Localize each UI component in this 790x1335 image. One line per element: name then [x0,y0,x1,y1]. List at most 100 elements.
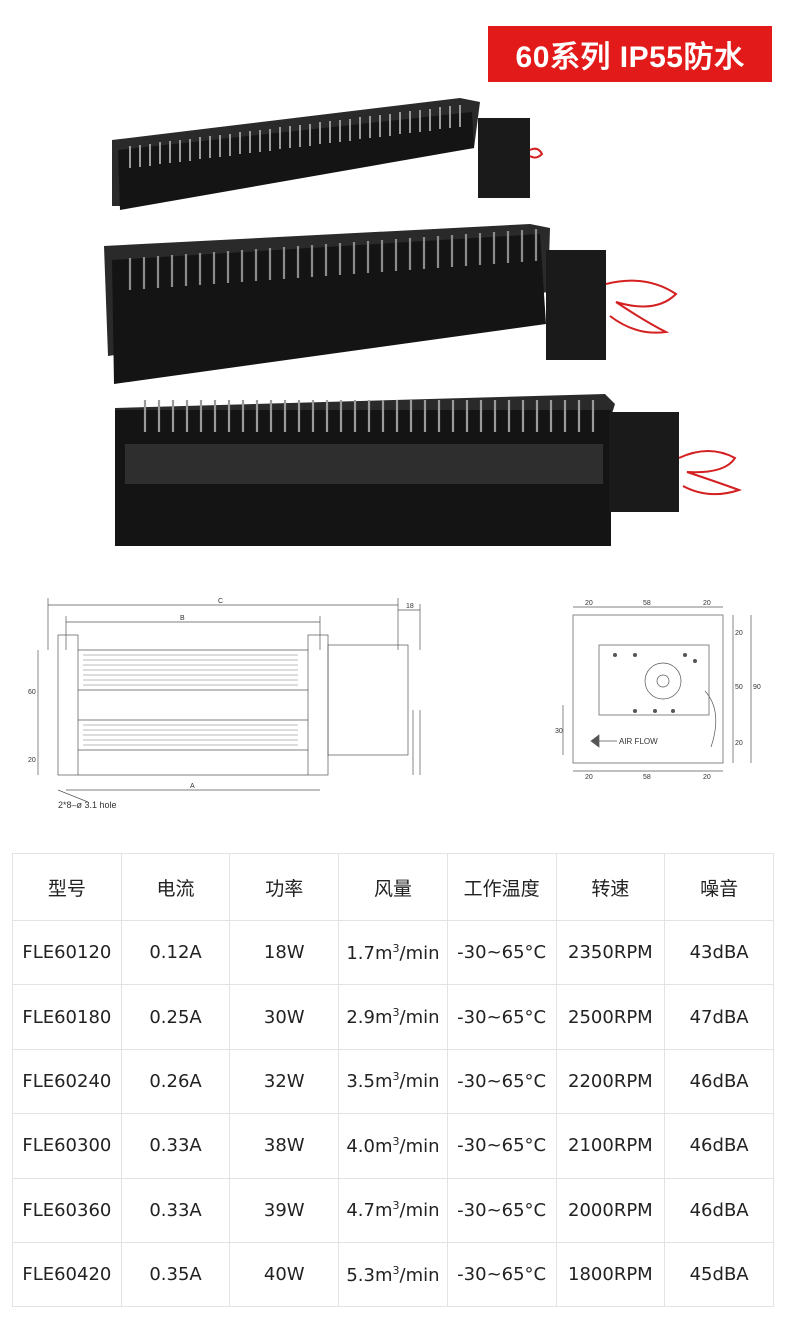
side-dim-top-left: 20 [585,600,593,607]
header-current: 电流 [120,853,231,921]
cell-airflow: 3.5m3/min [338,1048,448,1115]
table-row: FLE60420 0.35A 40W 5.3m3/min -30~65°C 18… [12,1241,774,1308]
header-model: 型号 [12,853,122,921]
cell-current: 0.26A [120,1048,231,1115]
superscript: 3 [392,1006,400,1020]
cell-temperature: -30~65°C [446,919,557,986]
cell-model: FLE60420 [12,1241,122,1308]
side-dim-right-20b: 20 [735,740,743,747]
airflow-value: 2.9m [346,1007,393,1029]
cell-noise: 46dBA [664,1113,774,1179]
superscript: 3 [392,941,400,955]
dim-label-b: B [180,615,185,622]
side-dimension-drawing: 20 58 20 20 58 20 20 50 90 20 30 AIR FLO… [555,595,780,785]
superscript: 3 [392,1263,400,1277]
superscript: 3 [392,1134,400,1148]
dim-label-a: A [190,783,195,790]
spec-table: 型号 电流 功率 风量 工作温度 转速 噪音 FLE60120 0.12A 18… [12,853,774,1308]
table-header-row: 型号 电流 功率 风量 工作温度 转速 噪音 [12,853,774,921]
airflow-unit: /min [399,1264,440,1286]
cell-temperature: -30~65°C [446,984,557,1050]
side-dim-bottom-right: 20 [703,774,711,781]
table-row: FLE60300 0.33A 38W 4.0m3/min -30~65°C 21… [12,1113,774,1179]
table-row: FLE60360 0.33A 39W 4.7m3/min -30~65°C 20… [12,1177,774,1243]
cell-speed: 1800RPM [555,1241,666,1308]
airflow-label: AIR FLOW [619,737,658,746]
cell-speed: 2000RPM [555,1177,666,1243]
product-photo-medium [100,224,680,384]
cell-model: FLE60240 [12,1048,122,1115]
cell-power: 39W [229,1177,340,1243]
airflow-unit: /min [399,942,440,964]
cell-airflow: 5.3m3/min [338,1241,448,1308]
cell-model: FLE60300 [12,1113,122,1179]
airflow-unit: /min [399,1135,440,1157]
series-banner: 60系列 IP55防水 [488,26,772,82]
airflow-unit: /min [399,1007,440,1029]
cell-temperature: -30~65°C [446,1177,557,1243]
dim-label-60: 60 [28,689,36,696]
cell-model: FLE60360 [12,1177,122,1243]
cell-power: 40W [229,1241,340,1308]
dim-label-20: 20 [28,757,36,764]
cell-power: 32W [229,1048,340,1115]
cell-power: 18W [229,919,340,986]
header-speed: 转速 [555,853,666,921]
front-dimension-drawing: C B A 18 60 20 2*8–ø 3.1 hole [28,590,438,815]
dim-label-18: 18 [406,603,414,610]
hole-note: 2*8–ø 3.1 hole [58,800,117,810]
table-row: FLE60120 0.12A 18W 1.7m3/min -30~65°C 23… [12,919,774,986]
cell-airflow: 2.9m3/min [338,984,448,1050]
table-row: FLE60180 0.25A 30W 2.9m3/min -30~65°C 25… [12,984,774,1050]
cell-current: 0.33A [120,1177,231,1243]
side-dim-right-50: 50 [735,684,743,691]
side-dim-right-20a: 20 [735,630,743,637]
airflow-value: 4.7m [346,1200,393,1222]
cell-current: 0.12A [120,919,231,986]
side-dim-top-mid: 58 [643,600,651,607]
cell-noise: 46dBA [664,1048,774,1115]
side-dim-top-right: 20 [703,600,711,607]
side-dim-bottom-mid: 58 [643,774,651,781]
airflow-value: 3.5m [346,1071,393,1093]
cell-current: 0.35A [120,1241,231,1308]
cell-speed: 2200RPM [555,1048,666,1115]
cell-speed: 2100RPM [555,1113,666,1179]
airflow-value: 5.3m [346,1264,393,1286]
cell-model: FLE60120 [12,919,122,986]
cell-noise: 47dBA [664,984,774,1050]
header-noise: 噪音 [664,853,774,921]
cell-temperature: -30~65°C [446,1113,557,1179]
header-airflow: 风量 [338,853,448,921]
cell-airflow: 4.7m3/min [338,1177,448,1243]
cell-airflow: 4.0m3/min [338,1113,448,1179]
cell-noise: 43dBA [664,919,774,986]
table-row: FLE60240 0.26A 32W 3.5m3/min -30~65°C 22… [12,1048,774,1115]
airflow-value: 4.0m [346,1135,393,1157]
superscript: 3 [392,1199,400,1213]
cell-speed: 2350RPM [555,919,666,986]
superscript: 3 [392,1070,400,1084]
side-dim-bottom-left: 20 [585,774,593,781]
product-photo-large [105,388,745,548]
airflow-unit: /min [399,1071,440,1093]
cell-model: FLE60180 [12,984,122,1050]
airflow-unit: /min [399,1200,440,1222]
cell-power: 30W [229,984,340,1050]
side-dim-left-30: 30 [555,728,563,735]
header-power: 功率 [229,853,340,921]
cell-power: 38W [229,1113,340,1179]
cell-current: 0.33A [120,1113,231,1179]
cell-temperature: -30~65°C [446,1048,557,1115]
cell-speed: 2500RPM [555,984,666,1050]
cell-current: 0.25A [120,984,231,1050]
side-dim-right-90: 90 [753,684,761,691]
cell-temperature: -30~65°C [446,1241,557,1308]
dim-label-c: C [218,598,223,605]
header-temperature: 工作温度 [446,853,557,921]
cell-noise: 46dBA [664,1177,774,1243]
airflow-value: 1.7m [346,942,393,964]
product-photo-small [100,98,545,223]
cell-noise: 45dBA [664,1241,774,1308]
cell-airflow: 1.7m3/min [338,919,448,986]
